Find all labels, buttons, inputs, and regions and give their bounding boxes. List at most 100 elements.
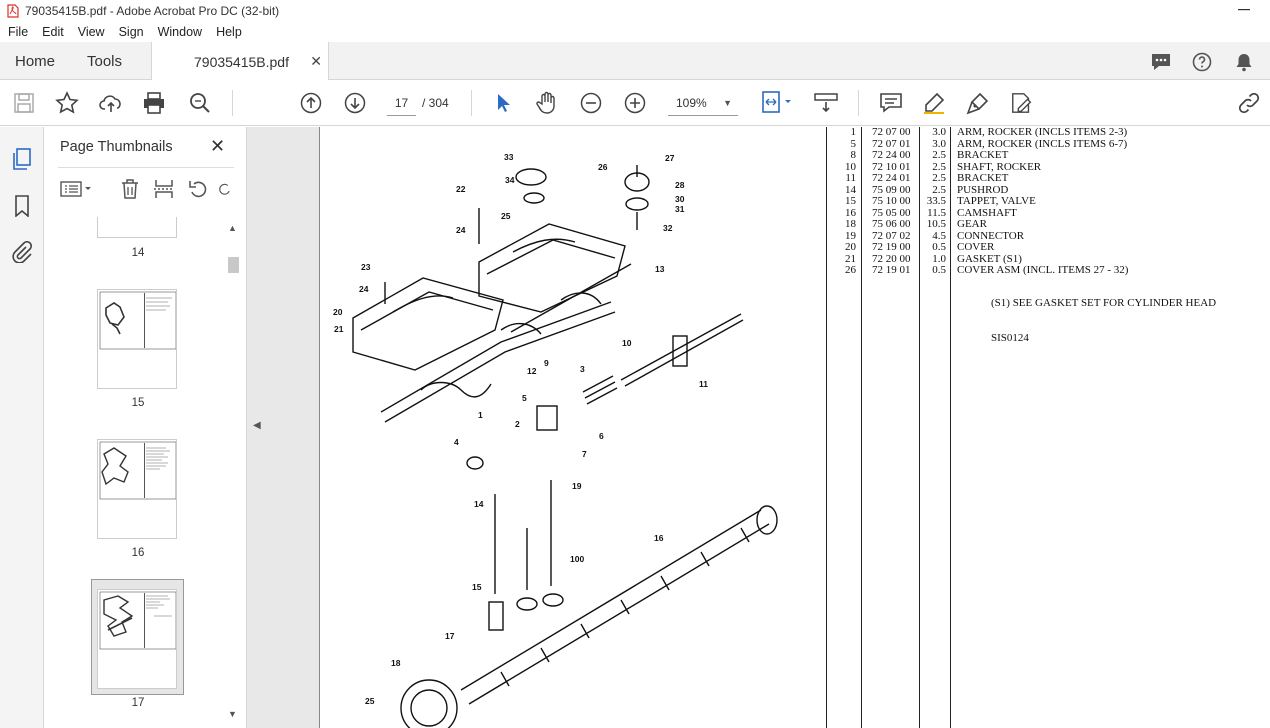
callout-label: 15 xyxy=(472,582,482,592)
cell-item: 16 xyxy=(845,206,856,219)
minimize-button[interactable] xyxy=(1236,2,1252,18)
bookmarks-icon[interactable] xyxy=(10,194,34,218)
cell-hours: 0.5 xyxy=(932,241,946,253)
print-icon[interactable] xyxy=(142,91,166,115)
select-cursor-icon[interactable] xyxy=(491,91,515,115)
cell-desc: COVER ASM (INCL. ITEMS 27 - 32) xyxy=(957,264,1129,276)
menu-file[interactable]: File xyxy=(8,25,29,39)
highlight-pen-icon[interactable] xyxy=(922,91,946,115)
callout-label: 14 xyxy=(474,499,484,509)
scrolling-mode-icon[interactable] xyxy=(814,91,838,115)
cell-code: 72 07 02 xyxy=(872,229,911,242)
cell-code: 72 10 01 xyxy=(872,160,911,173)
cell-code: 72 24 00 xyxy=(872,149,911,161)
window-title: 79035415B.pdf - Adobe Acrobat Pro DC (32… xyxy=(25,4,280,18)
chevron-down-icon: ▼ xyxy=(723,98,732,108)
callout-label: 18 xyxy=(391,658,401,668)
sign-pen-icon[interactable] xyxy=(966,91,990,115)
share-link-icon[interactable] xyxy=(1237,91,1261,115)
toolbar-separator xyxy=(232,90,233,116)
cell-code: 72 24 01 xyxy=(872,172,911,184)
panel-title: Page Thumbnails xyxy=(60,139,173,155)
menu-help[interactable]: Help xyxy=(216,25,242,39)
thumbnail-scrollbar[interactable]: ▲ ▼ xyxy=(225,217,242,728)
add-comment-icon[interactable] xyxy=(879,91,903,115)
toolbar-separator xyxy=(471,90,472,116)
callout-label: 26 xyxy=(598,162,608,172)
collapse-panel-icon[interactable]: ◀ xyxy=(253,420,261,431)
page-number-input[interactable]: 17 xyxy=(387,90,416,116)
hand-tool-icon[interactable] xyxy=(535,91,559,115)
fill-and-sign-icon[interactable] xyxy=(1010,91,1034,115)
scroll-up-icon[interactable]: ▲ xyxy=(228,223,237,233)
extract-pages-icon[interactable] xyxy=(152,177,176,201)
cell-desc: ARM, ROCKER (INCLS ITEMS 6-7) xyxy=(957,137,1128,150)
fit-page-icon[interactable] xyxy=(760,91,794,115)
acrobat-pdf-icon xyxy=(6,4,19,18)
zoom-out-icon[interactable] xyxy=(579,91,603,115)
attachments-paperclip-icon[interactable] xyxy=(10,240,34,264)
comment-bubble-icon[interactable] xyxy=(1151,52,1171,72)
menu-bar: File Edit View Sign Window Help xyxy=(0,22,1270,42)
navigation-rail xyxy=(0,127,44,728)
menu-view[interactable]: View xyxy=(77,25,105,39)
zoom-in-icon[interactable] xyxy=(623,91,647,115)
zoom-level-select[interactable]: 109% ▼ xyxy=(668,90,738,116)
cell-hours: 10.5 xyxy=(926,218,946,230)
tab-tools[interactable]: Tools xyxy=(87,53,123,70)
cell-desc: ARM, ROCKER (INCLS ITEMS 2-3) xyxy=(957,126,1128,138)
cell-desc: GASKET (S1) xyxy=(957,252,1022,265)
rotate-counterclockwise-icon[interactable] xyxy=(187,177,209,201)
cell-hours: 2.5 xyxy=(932,160,946,173)
delete-pages-icon[interactable] xyxy=(120,177,140,201)
callout-label: 1 xyxy=(478,410,483,420)
callout-label: 6 xyxy=(599,431,604,441)
bookmark-star-icon[interactable] xyxy=(55,91,79,115)
tab-home[interactable]: Home xyxy=(15,53,56,70)
tab-document[interactable]: 79035415B.pdf ✕ xyxy=(151,42,329,81)
table-rule xyxy=(826,127,827,728)
close-panel-icon[interactable]: ✕ xyxy=(210,136,226,156)
next-page-icon[interactable] xyxy=(343,91,367,115)
menu-edit[interactable]: Edit xyxy=(42,25,64,39)
menu-window[interactable]: Window xyxy=(157,25,203,39)
cell-item: 26 xyxy=(845,264,856,276)
thumbnail-label: 17 xyxy=(131,697,145,709)
help-icon[interactable] xyxy=(1192,52,1212,72)
callout-label: 20 xyxy=(333,307,343,317)
cell-code: 75 09 00 xyxy=(872,183,911,196)
cell-hours: 2.5 xyxy=(932,183,946,196)
rotate-clockwise-icon[interactable] xyxy=(218,177,232,201)
cell-desc: BRACKET xyxy=(957,172,1009,184)
close-tab-icon[interactable]: ✕ xyxy=(310,53,322,69)
cell-desc: TAPPET, VALVE xyxy=(957,195,1036,207)
menu-sign[interactable]: Sign xyxy=(118,25,144,39)
tab-document-label: 79035415B.pdf xyxy=(194,54,289,70)
cell-hours: 4.5 xyxy=(932,229,946,242)
upload-cloud-icon[interactable] xyxy=(99,91,123,115)
thumbnail-page-17[interactable] xyxy=(97,589,177,689)
callout-label: 17 xyxy=(445,631,455,641)
cell-hours: 3.0 xyxy=(932,137,946,150)
save-icon[interactable] xyxy=(12,91,36,115)
callout-label: 22 xyxy=(456,184,466,194)
page-thumbnails-icon[interactable] xyxy=(10,147,34,171)
cell-hours: 2.5 xyxy=(932,149,946,161)
options-menu-icon[interactable] xyxy=(58,177,94,201)
cell-code: 72 07 00 xyxy=(872,126,911,138)
thumbnail-page-16[interactable] xyxy=(97,439,177,539)
notifications-bell-icon[interactable] xyxy=(1234,52,1254,72)
scrollbar-thumb[interactable] xyxy=(228,257,239,273)
scroll-down-icon[interactable]: ▼ xyxy=(228,709,237,719)
thumbnail-page-14[interactable] xyxy=(97,217,177,238)
cell-code: 72 19 00 xyxy=(872,241,911,253)
callout-label: 2 xyxy=(515,419,520,429)
thumbnail-page-15[interactable] xyxy=(97,289,177,389)
callout-label: 16 xyxy=(654,533,664,543)
search-zoom-icon[interactable] xyxy=(188,91,212,115)
previous-page-icon[interactable] xyxy=(299,91,323,115)
